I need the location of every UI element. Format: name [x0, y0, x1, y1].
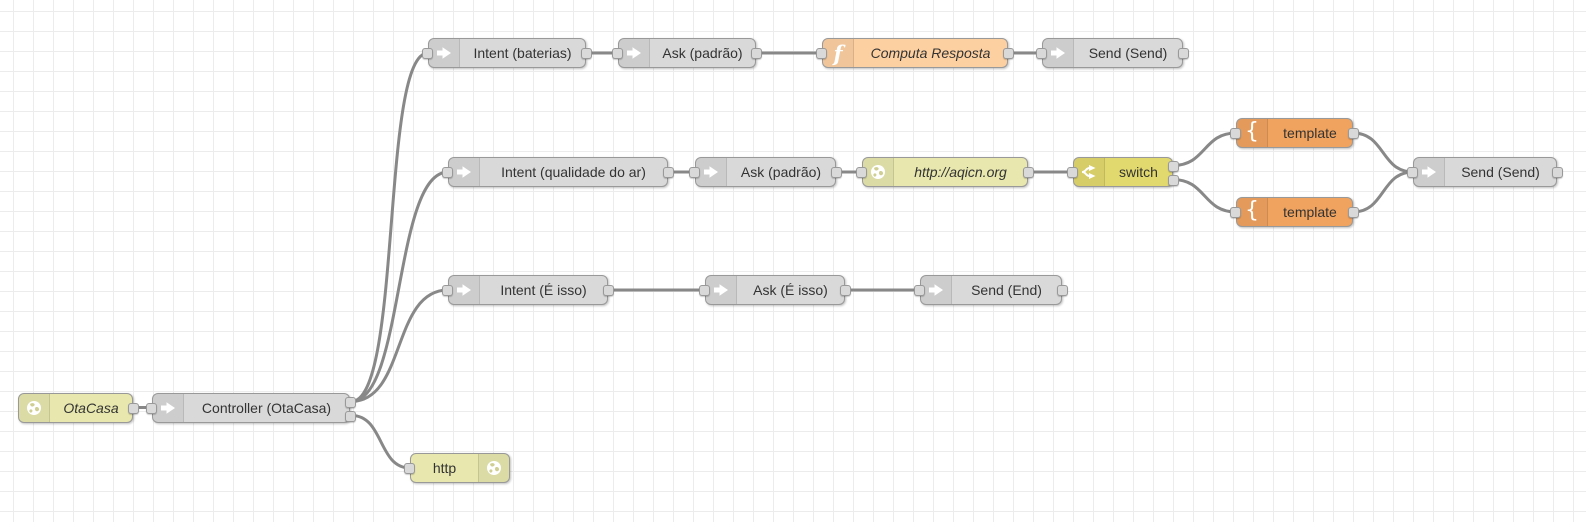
arrow-icon — [1414, 158, 1445, 186]
input-port[interactable] — [1067, 167, 1078, 178]
output-port[interactable] — [1348, 207, 1359, 218]
output-port[interactable] — [840, 285, 851, 296]
arrow-icon — [449, 276, 480, 304]
input-port[interactable] — [442, 285, 453, 296]
node-label: OtaCasa — [63, 400, 119, 416]
output-port-2[interactable] — [1168, 175, 1179, 186]
node-label: Controller (OtaCasa) — [201, 400, 332, 416]
node-send-end[interactable]: Send (End) — [914, 275, 1068, 305]
arrow-icon — [921, 276, 952, 304]
node-label: Intent (É isso) — [500, 282, 587, 298]
node-label: Intent (qualidade do ar) — [501, 164, 646, 180]
switch-icon — [1074, 158, 1105, 186]
node-ask-padrao-2[interactable]: Ask (padrão) — [689, 157, 842, 187]
globe-icon — [478, 454, 509, 482]
input-port[interactable] — [914, 285, 925, 296]
node-label: Ask (É isso) — [753, 282, 828, 298]
node-template-2[interactable]: { template — [1230, 197, 1359, 227]
node-label: Send (Send) — [1461, 164, 1540, 180]
globe-icon — [19, 394, 50, 422]
node-controller-otacasa[interactable]: Controller (OtaCasa) — [146, 393, 356, 423]
output-port[interactable] — [1003, 48, 1014, 59]
node-label: switch — [1119, 164, 1158, 180]
function-icon: f — [823, 39, 854, 67]
output-port[interactable] — [1348, 128, 1359, 139]
wire[interactable] — [350, 170, 450, 403]
wire[interactable] — [1351, 170, 1415, 214]
node-label: Computa Resposta — [870, 45, 991, 61]
globe-icon — [863, 158, 894, 186]
node-label: http://aqicn.org — [914, 164, 1007, 180]
wire[interactable] — [1171, 178, 1238, 214]
output-port[interactable] — [1057, 285, 1068, 296]
input-port[interactable] — [689, 167, 700, 178]
node-label: Intent (baterias) — [473, 45, 572, 61]
node-intent-baterias[interactable]: Intent (baterias) — [422, 38, 592, 68]
input-port[interactable] — [442, 167, 453, 178]
wire[interactable] — [350, 51, 430, 403]
input-port[interactable] — [1230, 128, 1241, 139]
input-port[interactable] — [146, 403, 157, 414]
node-http[interactable]: http — [404, 453, 510, 483]
node-http-aqicn[interactable]: http://aqicn.org — [856, 157, 1034, 187]
node-ask-e-isso[interactable]: Ask (É isso) — [699, 275, 851, 305]
wire[interactable] — [1171, 131, 1238, 167]
input-port[interactable] — [612, 48, 623, 59]
node-label: Ask (padrão) — [662, 45, 743, 61]
input-port[interactable] — [856, 167, 867, 178]
node-label: template — [1283, 125, 1337, 141]
node-label: Send (End) — [971, 282, 1042, 298]
template-icon: { — [1237, 198, 1268, 226]
output-port-1[interactable] — [345, 397, 356, 408]
arrow-icon — [1043, 39, 1074, 67]
node-switch[interactable]: switch — [1067, 157, 1179, 187]
output-port[interactable] — [128, 403, 139, 414]
arrow-icon — [706, 276, 737, 304]
node-send-send-2[interactable]: Send (Send) — [1407, 157, 1563, 187]
output-port[interactable] — [1023, 167, 1034, 178]
node-ask-padrao-1[interactable]: Ask (padrão) — [612, 38, 762, 68]
input-port[interactable] — [699, 285, 710, 296]
output-port[interactable] — [581, 48, 592, 59]
input-port[interactable] — [422, 48, 433, 59]
output-port[interactable] — [603, 285, 614, 296]
output-port-2[interactable] — [345, 411, 356, 422]
arrow-icon — [696, 158, 727, 186]
input-port[interactable] — [1036, 48, 1047, 59]
node-send-send-1[interactable]: Send (Send) — [1036, 38, 1189, 68]
node-label: Send (Send) — [1088, 45, 1168, 61]
node-label: http — [432, 460, 457, 476]
node-intent-qualidade-do-ar[interactable]: Intent (qualidade do ar) — [442, 157, 674, 187]
node-template-1[interactable]: { template — [1230, 118, 1359, 148]
node-computa-resposta[interactable]: f Computa Resposta — [816, 38, 1014, 68]
output-port-1[interactable] — [1168, 161, 1179, 172]
wire[interactable] — [1351, 131, 1415, 174]
output-port[interactable] — [1178, 48, 1189, 59]
arrow-icon — [153, 394, 184, 422]
arrow-icon — [429, 39, 460, 67]
arrow-icon — [449, 158, 480, 186]
output-port[interactable] — [751, 48, 762, 59]
template-icon: { — [1237, 119, 1268, 147]
input-port[interactable] — [1230, 207, 1241, 218]
input-port[interactable] — [404, 463, 415, 474]
input-port[interactable] — [816, 48, 827, 59]
output-port[interactable] — [663, 167, 674, 178]
node-label: Ask (padrão) — [740, 164, 822, 180]
node-otacasa[interactable]: OtaCasa — [18, 393, 139, 423]
node-label: template — [1283, 204, 1337, 220]
node-intent-e-isso[interactable]: Intent (É isso) — [442, 275, 614, 305]
wire[interactable] — [350, 414, 412, 470]
output-port[interactable] — [1552, 167, 1563, 178]
wire[interactable] — [350, 288, 450, 403]
output-port[interactable] — [831, 167, 842, 178]
arrow-icon — [619, 39, 650, 67]
input-port[interactable] — [1407, 167, 1418, 178]
